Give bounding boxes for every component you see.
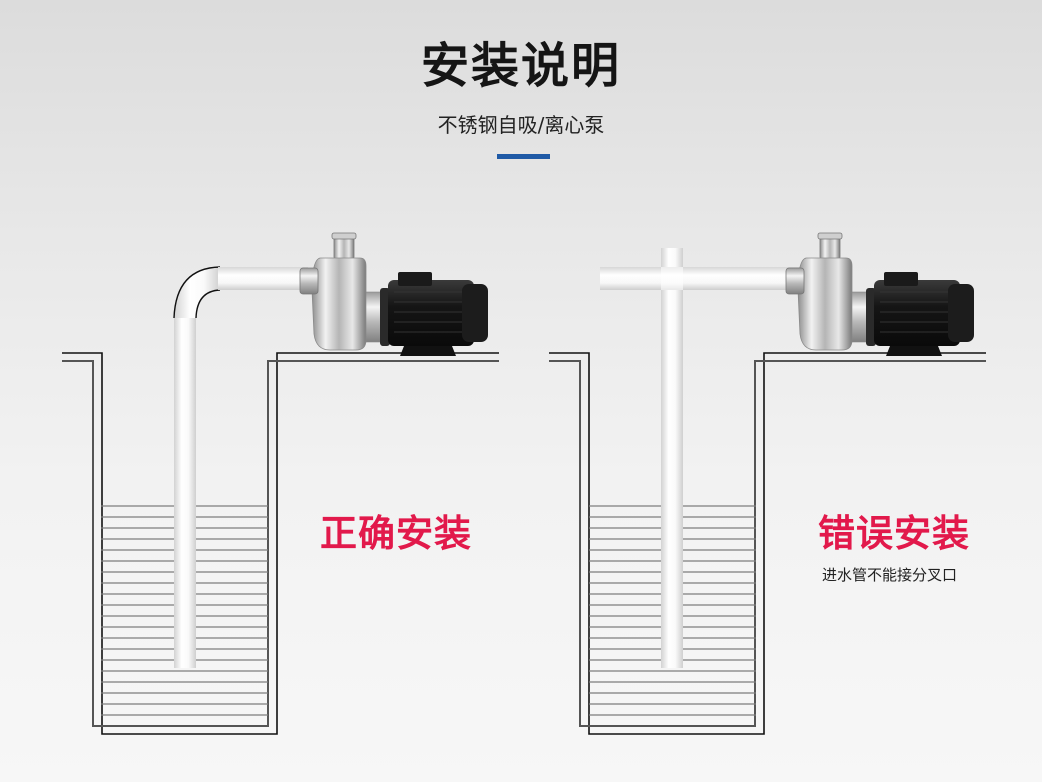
pump-left-icon xyxy=(299,232,489,357)
elbow-pipe-icon xyxy=(174,267,220,318)
suction-pipe-left xyxy=(174,316,196,668)
title-underline xyxy=(497,154,550,159)
wrong-installation-label: 错误安装 xyxy=(818,512,970,555)
correct-installation-diagram xyxy=(61,232,500,735)
tee-branch-pipe-icon xyxy=(600,267,800,290)
page-title: 安装说明 xyxy=(420,38,621,94)
wrong-installation-note: 进水管不能接分叉口 xyxy=(822,566,958,584)
pump-right-icon xyxy=(785,232,975,357)
wrong-installation-diagram xyxy=(548,232,987,735)
vertical-pipe-right xyxy=(661,248,683,668)
page-subtitle: 不锈钢自吸/离心泵 xyxy=(437,113,605,137)
correct-installation-label: 正确安装 xyxy=(320,512,472,555)
horizontal-pipe-left xyxy=(218,267,308,290)
